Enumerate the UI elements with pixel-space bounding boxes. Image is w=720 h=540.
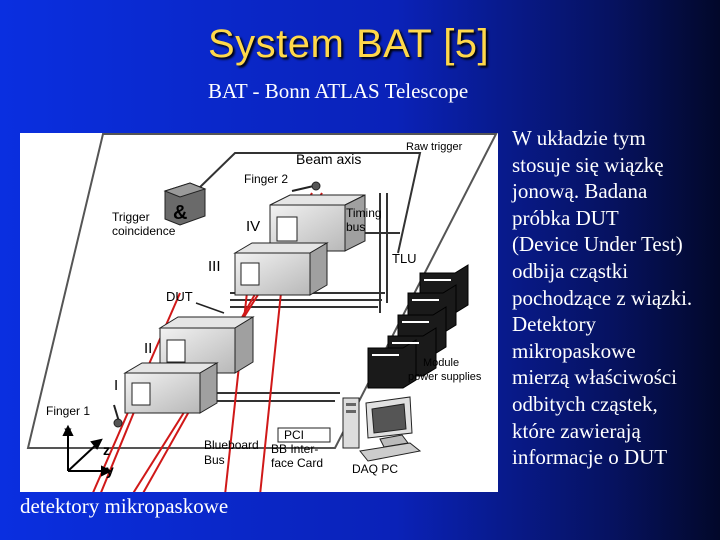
plane-i-label: I <box>114 377 118 394</box>
finger1-label: Finger 1 <box>46 404 90 418</box>
finger1-scintillator <box>113 418 123 428</box>
dut-pointer <box>195 302 225 314</box>
coordinate-axes <box>62 424 113 477</box>
bb-interface-label-1: BB Inter- <box>271 442 318 456</box>
blueboard-bus-label-1: Blueboard <box>204 438 259 452</box>
finger2-scintillator <box>311 181 321 191</box>
bat-setup-diagram: & Trigger coincidence IV Finger 2 III DU… <box>20 133 498 492</box>
finger2-label: Finger 2 <box>244 172 288 186</box>
diagram-caption: detektory mikropaskowe <box>20 494 229 518</box>
slide-description: W układzie tym stosuje się wiązkę jonową… <box>512 126 693 470</box>
table-outline <box>26 133 498 449</box>
axis-y-label: y <box>106 462 114 478</box>
detector-plane-iv <box>269 194 366 252</box>
daq-pc-icon <box>342 396 422 462</box>
slide-title: System BAT [5] <box>208 22 490 66</box>
timing-bus-label-1: Timing <box>346 206 382 220</box>
pci-label: PCI <box>284 428 304 442</box>
pci-box <box>277 427 331 443</box>
plane-ii-label: II <box>144 340 152 357</box>
beam-axis-label: Beam axis <box>296 151 361 167</box>
detector-plane-i <box>123 362 219 414</box>
detector-plane-iii <box>233 242 329 296</box>
dut-label: DUT <box>166 289 193 304</box>
daq-pc-label: DAQ PC <box>352 462 398 476</box>
raw-trigger-label: Raw trigger <box>406 141 463 153</box>
plane-iii-label: III <box>208 258 221 275</box>
trigger-coincidence-label-2: coincidence <box>112 224 176 238</box>
detector-plane-ii <box>158 316 255 374</box>
slide-subtitle: BAT - Bonn ATLAS Telescope <box>208 79 469 103</box>
and-gate-symbol: & <box>173 202 187 224</box>
tlu-label: TLU <box>392 251 417 266</box>
trigger-coincidence-unit <box>163 182 207 226</box>
trigger-coincidence-label-1: Trigger <box>112 210 150 224</box>
axis-z-label: z <box>103 442 110 458</box>
plane-iv-label: IV <box>246 218 260 235</box>
module-power-supplies-label-2: power supplies <box>408 371 482 383</box>
module-power-supplies-label-1: Module <box>423 357 459 369</box>
module-power-supplies <box>367 264 469 389</box>
timing-bus-label-2: bus <box>346 220 365 234</box>
axis-x-label: x <box>64 423 72 439</box>
blueboard-bus-label-2: Bus <box>204 453 225 467</box>
bb-interface-label-2: face Card <box>271 456 323 470</box>
raw-trigger-line <box>195 152 422 254</box>
